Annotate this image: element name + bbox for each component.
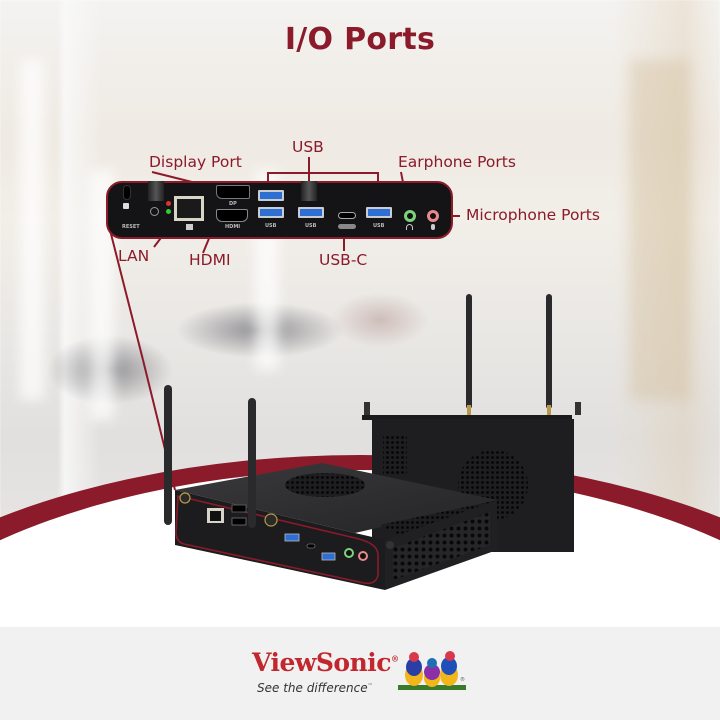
viewsonic-birds-logo-icon: ®	[398, 651, 466, 690]
brand-footer	[0, 627, 720, 720]
usb-c-label-icon	[338, 224, 356, 229]
brand-name: ViewSonic	[252, 648, 392, 677]
callout-hdmi: HDMI	[189, 251, 231, 269]
status-led-green	[166, 209, 171, 214]
reset-label: RESET	[122, 224, 140, 230]
background-wall	[630, 60, 690, 400]
mini-pc-product-render	[164, 294, 581, 590]
mini-pc-unit	[164, 385, 497, 590]
microphone-jack	[427, 210, 439, 222]
earphone-jack	[404, 210, 416, 222]
tagline-text: See the difference	[257, 681, 368, 695]
page-title: I/O Ports	[284, 22, 436, 57]
brand-tagline: See the difference™	[257, 681, 373, 695]
callout-earphone-ports: Earphone Ports	[398, 153, 516, 171]
callout-lan: LAN	[118, 247, 150, 265]
svg-text:®: ®	[460, 676, 465, 683]
callout-microphone-ports: Microphone Ports	[466, 206, 600, 224]
dp-label: DP	[229, 201, 237, 207]
usb-label: USB	[305, 223, 317, 229]
usb-port-1	[258, 190, 284, 201]
lan-port	[174, 196, 204, 221]
registered-mark: ®	[391, 653, 399, 664]
kensington-lock-slot	[123, 185, 131, 200]
headphone-icon	[406, 224, 413, 230]
callout-usb-c: USB-C	[319, 251, 368, 269]
io-panel-closeup: RESET DP HDMI USB USB USB	[106, 181, 453, 239]
power-button	[150, 207, 159, 216]
network-icon	[186, 224, 193, 230]
antenna-connector	[148, 181, 164, 201]
status-led-red	[166, 201, 171, 206]
callout-display-port: Display Port	[149, 153, 242, 171]
usb-port-4	[366, 207, 392, 218]
hero-image: I/O Ports Display Port USB Earphone Port…	[0, 0, 720, 627]
lock-icon	[123, 203, 129, 209]
microphone-icon	[431, 224, 435, 230]
trademark-mark: ™	[367, 683, 373, 689]
usb-c-port	[338, 212, 356, 219]
background-pillar	[20, 60, 44, 400]
hdmi-label: HDMI	[225, 224, 241, 230]
callout-usb: USB	[292, 138, 324, 156]
viewsonic-logo-text: ViewSonic®	[252, 648, 399, 677]
usb-port-2	[258, 207, 284, 218]
usb-label: USB	[373, 223, 385, 229]
usb-port-3	[298, 207, 324, 218]
display-port	[216, 185, 250, 199]
antenna-connector	[301, 181, 317, 201]
usb-label: USB	[265, 223, 277, 229]
hdmi-port	[216, 209, 248, 222]
